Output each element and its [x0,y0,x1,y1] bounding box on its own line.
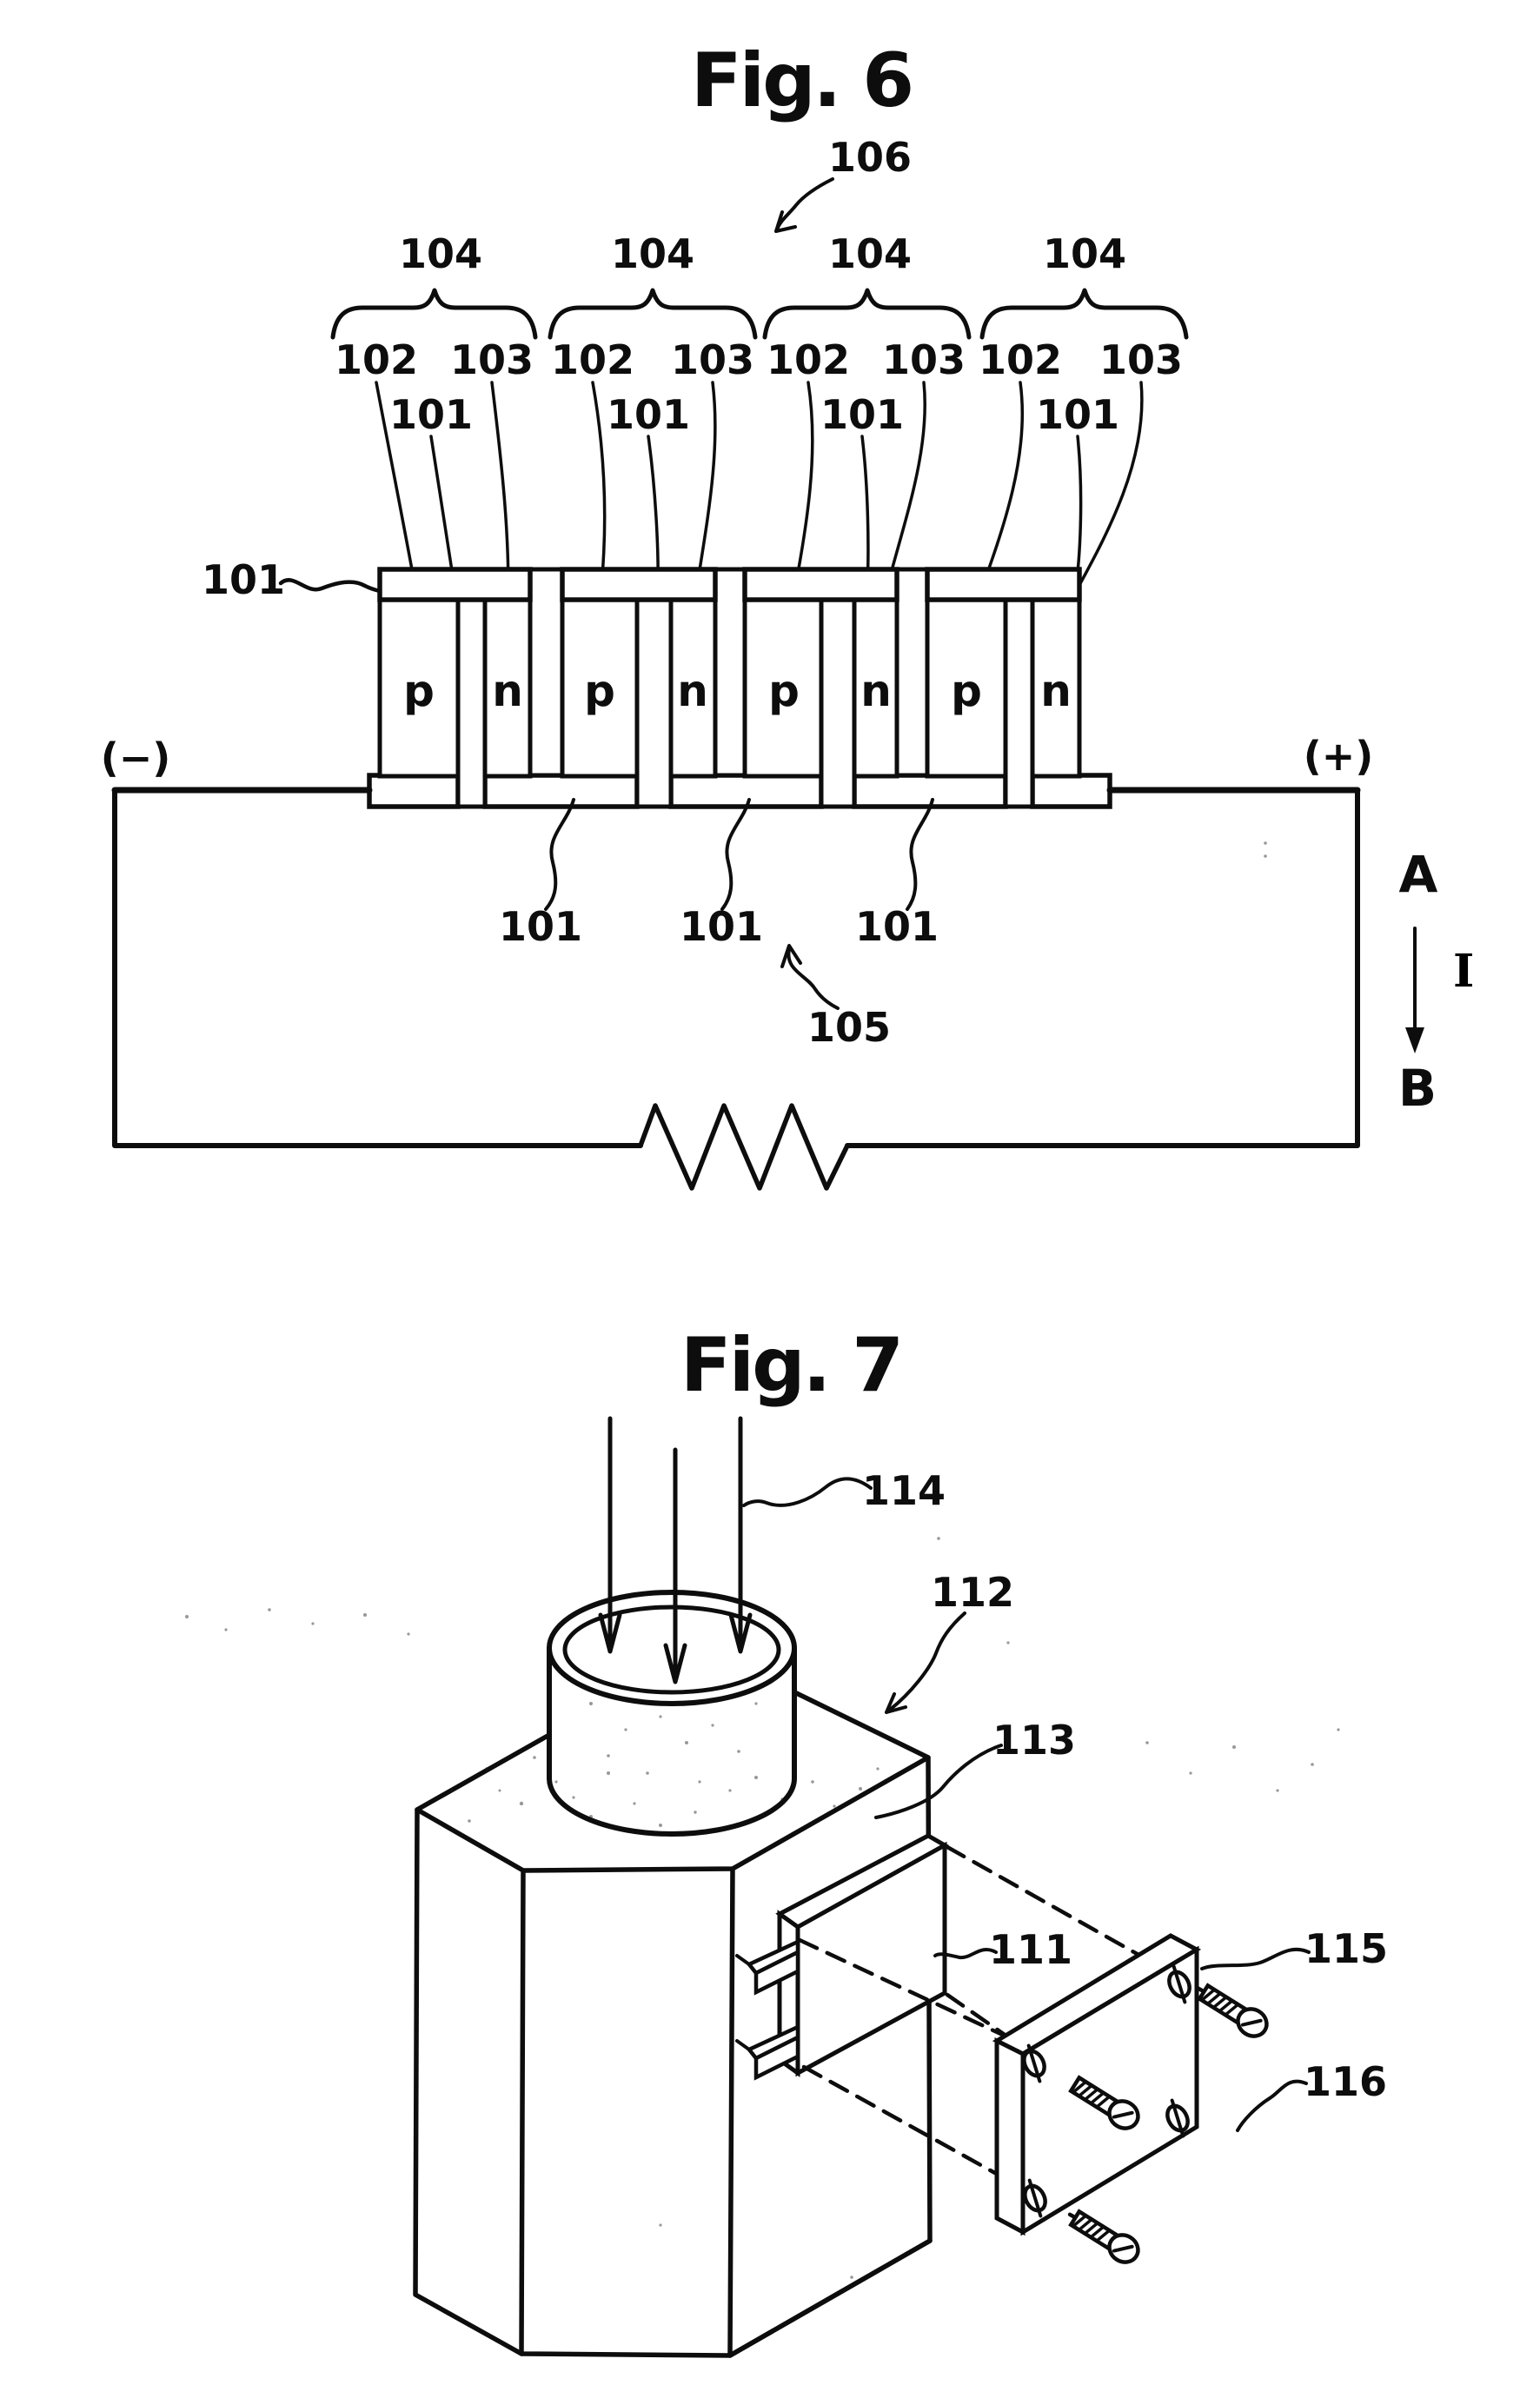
point-b-label: B [1398,1059,1437,1118]
electrode-101-label-3: 101 [820,391,904,438]
screw [1197,1983,1269,2038]
housing-112-label: 112 [931,1569,1014,1616]
electrode-101-left-label: 101 [202,556,285,603]
cover-115-label: 115 [1304,1925,1388,1972]
thermo-module-111 [775,1833,950,2077]
p-mark-3: p [768,666,800,716]
n-103-label-1: 103 [450,336,534,383]
n-103-label-4: 103 [1099,336,1183,383]
bottom-electrode-101-label-1: 101 [499,903,582,950]
entrance-port-cylinder [547,1590,797,1837]
screw [1068,2075,1140,2130]
leader-112 [888,1611,966,1711]
p-102-label-4: 102 [979,336,1062,383]
point-a-label: A [1399,845,1438,904]
arrowhead-106 [774,210,797,233]
fig6-diagram: Fig. 6 106 104 104 104 104 102 103 102 1… [101,37,1474,1191]
n-mark-1: n [492,666,523,716]
leader-106 [776,177,834,229]
p-102-label-2: 102 [551,336,634,383]
module-electrode-tabs [735,1938,800,2081]
couple-brace-4 [979,288,1189,340]
n-103-label-3: 103 [882,336,966,383]
leader-114 [742,1477,873,1507]
module-111-label: 111 [989,1926,1072,1973]
screw-hole [1167,1964,1192,2004]
n-mark-4: n [1040,666,1072,716]
p-elements [377,597,1008,779]
couple-brace-3 [762,288,972,340]
p-102-label-3: 102 [767,336,850,383]
leader-113 [874,1744,1003,1819]
couple-104-label-4: 104 [1043,230,1126,277]
cover-plate-115 [992,1933,1202,2236]
electrode-101-label-1: 101 [389,391,473,438]
leader-115 [1200,1947,1311,1970]
screw-hole [1022,2043,1046,2083]
leader-116 [1236,2079,1308,2132]
couple-104-label-1: 104 [399,230,482,277]
screw [1068,2209,1140,2264]
leaders-101-top [429,435,1083,589]
screw-hole [1165,2098,1190,2138]
leader-101-left [278,578,382,594]
positive-terminal-label: (+) [1304,733,1374,780]
n-mark-2: n [677,666,708,716]
leaders-101-bottom [544,798,934,911]
electrode-101-label-2: 101 [607,391,690,438]
outer-spacer-columns [528,567,930,778]
fig7-diagram: Fig. 7 114 112 113 [185,841,1388,2358]
module-106-label: 106 [828,134,912,181]
p-102-label-1: 102 [335,336,418,383]
couple-brace-1 [330,288,538,340]
bottom-electrode-101-label-3: 101 [855,903,939,950]
light-114-label: 114 [862,1467,946,1514]
module-105-label: 105 [807,1004,891,1051]
n-mark-3: n [860,666,892,716]
n-103-label-2: 103 [671,336,754,383]
couple-104-label-2: 104 [611,230,694,277]
load-resistor [638,1103,850,1191]
stipple-texture [185,841,1340,2279]
leader-111 [933,1948,998,1960]
p-mark-4: p [951,666,982,716]
top-electrodes [377,567,1082,602]
light-ray-arrows [598,1416,753,1684]
current-symbol: I [1453,945,1474,998]
inner-spacer-columns [455,597,1035,809]
couple-104-label-3: 104 [828,230,912,277]
arrowhead-112 [885,1692,907,1714]
screw-hole [1023,2178,1047,2218]
current-arrow-head [1405,1027,1424,1053]
leader-105 [787,947,840,1010]
circuit-loop [112,787,1360,1148]
fig6-title: Fig. 6 [691,37,912,124]
fig7-title: Fig. 7 [680,1322,901,1409]
base-plate-113-label: 113 [992,1717,1076,1764]
screw-116-label: 116 [1304,2058,1387,2105]
electrode-101-label-4: 101 [1036,391,1119,438]
p-mark-2: p [584,666,615,716]
p-mark-1: p [403,666,435,716]
housing-body [413,1684,933,2358]
bottom-electrode-101-label-2: 101 [680,903,763,950]
negative-terminal-label: (−) [101,734,171,781]
arrowhead-105 [780,944,802,968]
couple-brace-2 [548,288,758,340]
